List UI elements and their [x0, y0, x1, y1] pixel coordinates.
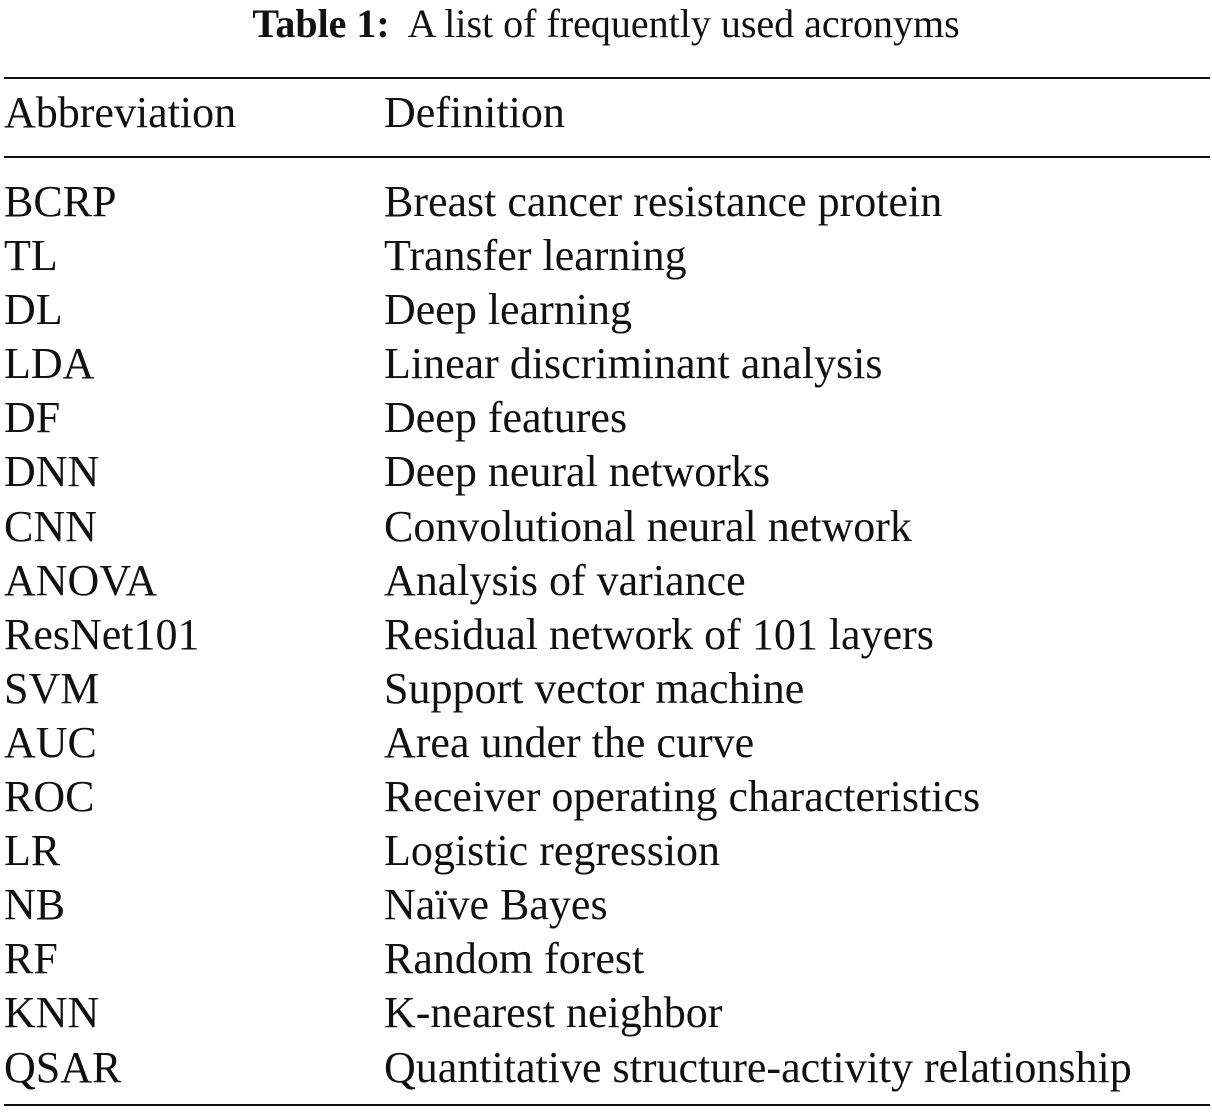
- abbreviation-cell: ROC: [4, 772, 95, 822]
- abbreviation-cell: NB: [4, 880, 66, 930]
- definition-cell: Naïve Bayes: [384, 880, 608, 930]
- abbreviation-cell: SVM: [4, 663, 100, 713]
- definition-cell: Analysis of variance: [384, 555, 746, 605]
- table-header-rule: [4, 156, 1210, 158]
- table-row: ResNet101 Residual network of 101 layers: [0, 608, 1212, 662]
- abbreviation-cell: ResNet101: [4, 609, 200, 659]
- definition-cell: K-nearest neighbor: [384, 988, 723, 1038]
- table-caption-text: A list of frequently used acronyms: [407, 1, 960, 46]
- definition-cell: Breast cancer resistance protein: [384, 177, 943, 226]
- abbreviation-cell: TL: [4, 231, 58, 281]
- table-row: TL Transfer learning: [0, 229, 1212, 283]
- abbreviation-cell: ANOVA: [4, 555, 158, 605]
- table-row: LDA Linear discriminant analysis: [0, 337, 1212, 391]
- abbreviation-cell: DL: [4, 285, 63, 335]
- table-row: NB Naïve Bayes: [0, 878, 1212, 932]
- table-caption-label: Table 1:: [252, 1, 390, 46]
- definition-cell: Quantitative structure-activity relation…: [384, 1042, 1132, 1092]
- abbreviation-cell: DF: [4, 393, 61, 443]
- definition-cell: Deep features: [384, 393, 628, 443]
- abbreviation-cell: RF: [4, 934, 58, 984]
- definition-cell: Random forest: [384, 934, 645, 984]
- table-caption: Table 1: A list of frequently used acron…: [0, 0, 1212, 48]
- abbreviation-cell: DNN: [4, 447, 100, 497]
- definition-cell: Support vector machine: [384, 663, 805, 713]
- table-row: ROC Receiver operating characteristics: [0, 770, 1212, 824]
- definition-cell: Linear discriminant analysis: [384, 339, 883, 389]
- definition-cell: Deep learning: [384, 285, 632, 335]
- table-bottom-rule: [4, 1104, 1210, 1106]
- table-row: KNN K-nearest neighbor: [0, 986, 1212, 1040]
- table-header-row: Abbreviation Definition: [0, 86, 1212, 140]
- table-row: AUC Area under the curve: [0, 716, 1212, 770]
- abbreviation-cell: BCRP: [4, 177, 117, 226]
- abbreviation-cell: CNN: [4, 501, 97, 551]
- definition-cell: Area under the curve: [384, 717, 755, 767]
- table-row: QSAR Quantitative structure-activity rela…: [0, 1041, 1212, 1095]
- table-row: CNN Convolutional neural network: [0, 500, 1212, 554]
- header-definition: Definition: [384, 88, 565, 137]
- abbreviation-cell: QSAR: [4, 1042, 122, 1092]
- table-row: RF Random forest: [0, 932, 1212, 986]
- abbreviation-cell: KNN: [4, 988, 100, 1038]
- definition-cell: Residual network of 101 layers: [384, 609, 934, 659]
- abbreviation-cell: AUC: [4, 717, 97, 767]
- header-abbreviation: Abbreviation: [4, 88, 237, 137]
- table-top-rule: [4, 77, 1210, 79]
- definition-cell: Logistic regression: [384, 826, 721, 876]
- definition-cell: Receiver operating characteristics: [384, 772, 981, 822]
- table-row: DNN Deep neural networks: [0, 445, 1212, 499]
- table-row: DF Deep features: [0, 391, 1212, 445]
- table-row: ANOVA Analysis of variance: [0, 554, 1212, 608]
- table-row: SVM Support vector machine: [0, 662, 1212, 716]
- table-row: LR Logistic regression: [0, 824, 1212, 878]
- table-row: BCRP Breast cancer resistance protein: [0, 175, 1212, 229]
- abbreviation-cell: LR: [4, 826, 61, 876]
- definition-cell: Transfer learning: [384, 231, 687, 281]
- definition-cell: Convolutional neural network: [384, 501, 912, 551]
- definition-cell: Deep neural networks: [384, 447, 771, 497]
- abbreviation-cell: LDA: [4, 339, 95, 389]
- table-row: DL Deep learning: [0, 283, 1212, 337]
